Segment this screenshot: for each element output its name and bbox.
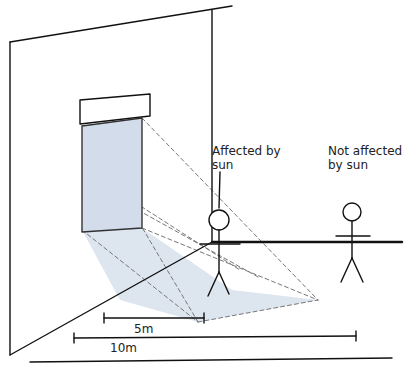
status-note: Not affected by sun <box>328 144 408 172</box>
dimension-label: 5m <box>132 322 155 336</box>
status-note: Affected by sun <box>212 144 288 172</box>
dimension-label: 10m <box>108 341 139 355</box>
